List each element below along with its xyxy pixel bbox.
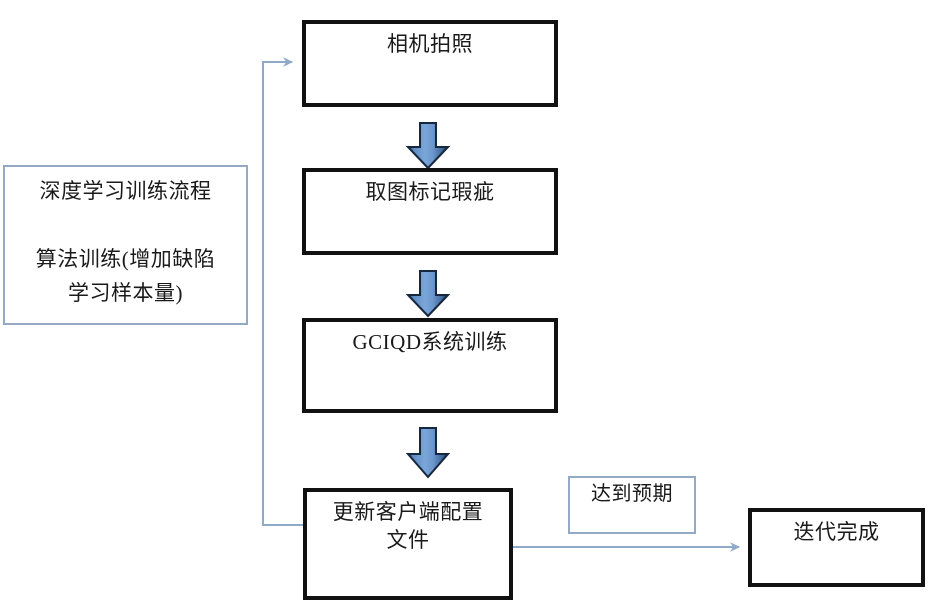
edge-update-feedback-to-camera <box>262 57 303 526</box>
process-gciqd-system-training[interactable]: GCIQD系统训练 <box>302 318 558 413</box>
block-arrow-down-mark-to-gciqd <box>406 270 450 318</box>
note-meets-expectation-label: 达到预期 <box>591 482 673 505</box>
note-left-label: 深度学习训练流程 算法训练(增加缺陷 学习样本量) <box>35 178 216 306</box>
process-capture-and-mark-defects[interactable]: 取图标记瑕疵 <box>302 168 558 255</box>
block-arrow-down-camera-to-mark <box>406 122 450 170</box>
process-capture-and-mark-defects-label: 取图标记瑕疵 <box>365 180 495 204</box>
process-update-client-config-file-label: 更新客户端配置 文件 <box>332 500 484 552</box>
process-gciqd-system-training-label: GCIQD系统训练 <box>352 330 508 354</box>
note-meets-expectation: 达到预期 <box>568 476 696 534</box>
process-camera-capture[interactable]: 相机拍照 <box>302 20 558 107</box>
process-update-client-config-file[interactable]: 更新客户端配置 文件 <box>303 488 513 600</box>
note-deep-learning-training-process: 深度学习训练流程 算法训练(增加缺陷 学习样本量) <box>3 165 248 325</box>
process-iteration-complete-label: 迭代完成 <box>793 520 880 544</box>
block-arrow-down-gciqd-to-update <box>406 427 450 479</box>
process-iteration-complete[interactable]: 迭代完成 <box>748 508 925 587</box>
process-camera-capture-label: 相机拍照 <box>387 32 473 56</box>
